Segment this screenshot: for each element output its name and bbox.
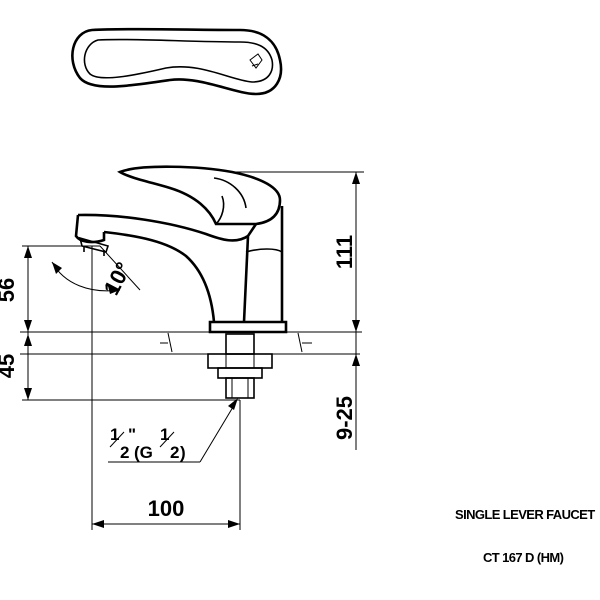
counter-and-shank bbox=[20, 331, 360, 399]
lever-top-view bbox=[71, 27, 283, 96]
thread-a-numerator: 1 bbox=[110, 425, 119, 444]
thread-b-denominator: 2 bbox=[170, 443, 179, 462]
dim-spout-angle: 10° bbox=[99, 258, 137, 299]
product-code: CT 167 D (HM) bbox=[483, 550, 564, 565]
thread-b-numerator: 1 bbox=[160, 425, 169, 444]
dim-counter-thickness: 9-25 bbox=[332, 396, 357, 440]
dim-projection: 100 bbox=[148, 496, 185, 521]
dimension-lines bbox=[22, 171, 364, 530]
faucet-side-view bbox=[74, 165, 288, 334]
dimension-labels: 111 56 45 9-25 100 10° bbox=[0, 235, 357, 521]
product-name: SINGLE LEVER FAUCET bbox=[455, 507, 595, 522]
dim-total-height: 111 bbox=[332, 235, 357, 269]
dim-below-counter: 45 bbox=[0, 354, 19, 378]
thread-a-inch-mark: " bbox=[128, 425, 136, 444]
thread-a-denominator: 2 bbox=[120, 443, 129, 462]
thread-spec: 1 2 " (G 1 2 ) bbox=[109, 425, 186, 462]
dim-spout-height: 56 bbox=[0, 278, 19, 302]
thread-close-paren: ) bbox=[180, 443, 186, 462]
thread-g-open: (G bbox=[134, 443, 153, 462]
